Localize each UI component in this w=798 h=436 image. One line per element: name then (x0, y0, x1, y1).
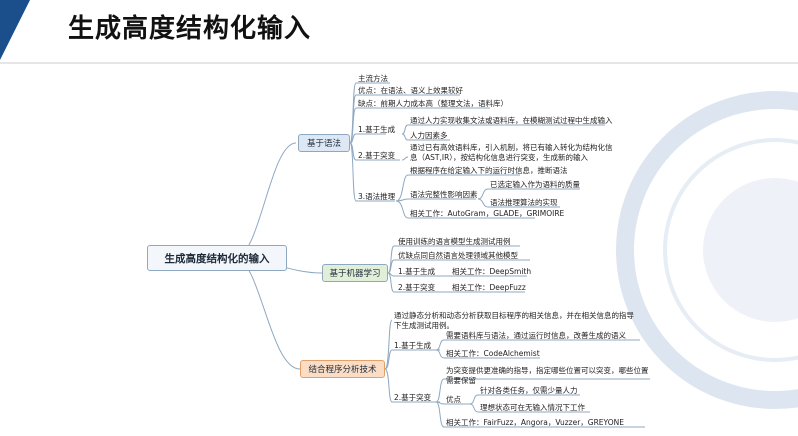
grammar-infer-desc: 根据程序在给定输入下的运行时信息，推断语法 (410, 166, 568, 175)
root-node[interactable]: 生成高度结构化的输入 (147, 245, 287, 271)
grammar-note-mainstream: 主流方法 (358, 74, 388, 83)
branch-program-analysis[interactable]: 结合程序分析技术 (300, 360, 385, 378)
combo-mut-related: 相关工作：FairFuzz，Angora，Vuzzer，GREYONE (446, 418, 624, 427)
branch-ml-label: 基于机器学习 (329, 269, 381, 279)
ml-mut-label: 2.基于突变 (398, 283, 436, 292)
branch-ml[interactable]: 基于机器学习 (322, 264, 388, 282)
grammar-gen-item: 人力因素多 (410, 131, 448, 140)
grammar-mut-label: 2.基于突变 (358, 151, 396, 160)
combo-mut-label: 2.基于突变 (394, 393, 432, 402)
ml-note-pros-cons: 优缺点同自然语言处理领域其他模型 (398, 251, 518, 260)
branch-grammar-label: 基于语法 (306, 139, 341, 149)
grammar-infer-label: 3.语法推理 (358, 192, 396, 201)
title-divider (0, 62, 798, 64)
ml-note-model: 使用训练的语言模型生成测试用例 (398, 237, 511, 246)
combo-mut-desc: 为突变提供更准确的指导，指定哪些位置可以突变，哪些位置需要保留 (446, 366, 649, 385)
grammar-gen-label: 1.基于生成 (358, 125, 396, 134)
ml-mut-related: 相关工作：DeepFuzz (452, 283, 526, 292)
grammar-factor-item: 语法推理算法的实现 (490, 198, 558, 207)
combo-adv-item: 针对各类任务，仅需少量人力 (480, 386, 578, 395)
branch-program-analysis-label: 结合程序分析技术 (308, 365, 377, 375)
grammar-note-disadvantage: 缺点：前期人力成本高（整理文法，语料库） (358, 99, 508, 108)
combo-gen-label: 1.基于生成 (394, 341, 432, 350)
combo-gen-item: 相关工作：CodeAlchemist (446, 349, 540, 358)
combo-mut-advantage: 优点 (446, 395, 461, 404)
combo-note-desc: 通过静态分析和动态分析获取目标程序的相关信息，并在相关信息的指导下生成测试用例。 (394, 311, 634, 330)
ml-gen-label: 1.基于生成 (398, 267, 436, 276)
university-seal-watermark (616, 91, 798, 409)
title-accent-shape (0, 0, 30, 60)
ml-gen-related: 相关工作：DeepSmith (452, 267, 532, 276)
page-title: 生成高度结构化输入 (68, 14, 312, 44)
grammar-note-advantage: 优点：在语法、语义上效果较好 (358, 86, 463, 95)
grammar-mut-text: 通过已有高效语料库，引入机制，将已有输入转化为结构化信息（AST,IR），按结构… (410, 143, 613, 162)
combo-adv-item: 理想状态可在无输入情况下工作 (480, 403, 585, 412)
combo-gen-item: 需要语料库与语法，通过运行时信息，改善生成的语义 (446, 331, 626, 340)
grammar-factor-item: 已选定输入作为语料的质量 (490, 180, 580, 189)
root-label: 生成高度结构化的输入 (164, 252, 270, 265)
branch-grammar[interactable]: 基于语法 (298, 134, 350, 152)
grammar-gen-item: 通过人力实现收集文法或语料库，在模糊测试过程中生成输入 (410, 116, 613, 125)
grammar-infer-factor: 语法完整性影响因素 (410, 190, 478, 199)
grammar-infer-related: 相关工作：AutoGram，GLADE，GRIMOIRE (410, 209, 565, 218)
